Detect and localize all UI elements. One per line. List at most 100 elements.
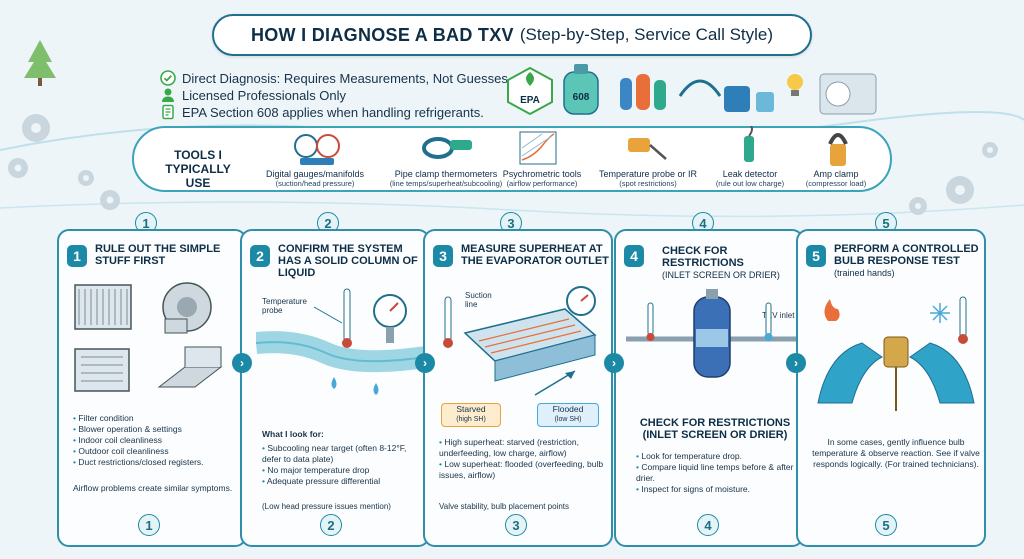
txv-valve-icon [883, 336, 909, 411]
step-checklist: Subcooling near target (often 8-12°F, de… [262, 443, 426, 487]
step-marker-bottom: 1 [138, 514, 160, 536]
step-marker-bottom: 4 [697, 514, 719, 536]
step-title: MEASURE SUPERHEAT AT THE EVAPORATOR OUTL… [461, 243, 609, 267]
look-for-heading: What I look for: [262, 429, 324, 439]
tool-item: Pipe clamp thermometers(line temps/super… [389, 169, 503, 188]
step-subtitle: (trained hands) [834, 268, 895, 278]
gear-icon [909, 142, 998, 215]
step-footer: Airflow problems create similar symptoms… [73, 483, 233, 493]
list-item: Low superheat: flooded (overfeeding, bul… [439, 459, 609, 481]
tool-item: Amp clamp(compressor load) [805, 169, 867, 188]
list-item: Indoor coil cleanliness [73, 435, 243, 446]
page-title-main: HOW I DIAGNOSE A BAD TXV [250, 24, 514, 45]
page-title: HOW I DIAGNOSE A BAD TXV (Step-by-Step, … [212, 14, 812, 56]
gauge-icon [373, 294, 407, 343]
duct-icon [157, 346, 223, 388]
amp-clamp-icon [828, 133, 848, 166]
evaporator-coil-icon [463, 308, 597, 382]
step-panel-4: 4 CHECK FOR RESTRICTIONS (INLET SCREEN O… [614, 229, 804, 547]
step-panel-1: 1 RULE OUT THE SIMPLE STUFF FIRST Filter… [57, 229, 247, 547]
list-item: Filter condition [73, 413, 243, 424]
flame-icon [824, 299, 840, 321]
tool-item: Psychrometric tools(airflow performance) [502, 169, 582, 188]
step-title: CONFIRM THE SYSTEM HAS A SOLID COLUMN OF… [278, 243, 418, 279]
liquid-line-illustration [256, 288, 426, 395]
starved-sub: (high SH) [456, 416, 486, 423]
note-licensed: Licensed Professionals Only [160, 87, 346, 103]
cylinder-text: 608 [573, 92, 590, 103]
step-checklist: High superheat: starved (restriction, un… [439, 437, 609, 481]
evaporator-illustration [443, 286, 597, 396]
bulb-test-illustration [817, 296, 975, 411]
tool-item: Temperature probe or IR(spot restriction… [598, 169, 698, 188]
snowflake-icon [930, 303, 950, 323]
list-item: Duct restrictions/closed registers. [73, 457, 243, 468]
epa-text: EPA [520, 95, 540, 106]
step-checklist: Look for temperature drop. Compare liqui… [636, 451, 800, 495]
step-number: 2 [250, 245, 270, 267]
step-footer: Valve stability, bulb placement points [439, 502, 569, 511]
tools-label: TOOLS I TYPICALLY USE [165, 148, 231, 190]
step-title: PERFORM A CONTROLLED BULB RESPONSE TEST … [834, 243, 980, 279]
step-number: 3 [433, 245, 453, 267]
note-text: Direct Diagnosis: Requires Measurements,… [182, 70, 512, 86]
step-panel-5: 5 PERFORM A CONTROLLED BULB RESPONSE TES… [796, 229, 986, 547]
psychrometric-chart-icon [519, 131, 557, 165]
note-text: EPA Section 608 applies when handling re… [182, 104, 484, 120]
pipe-clamp-icon [422, 137, 472, 159]
gauge-manifold-icon [294, 134, 340, 165]
step-number: 5 [806, 245, 826, 267]
txv-inlet-label: TXV inlet [762, 311, 795, 320]
next-step-arrow: › [786, 353, 806, 373]
step-checklist: Filter condition Blower operation & sett… [73, 413, 243, 468]
gear-icon [8, 114, 120, 210]
starved-label: Starved [456, 404, 486, 414]
document-icon [162, 104, 174, 120]
tool-item: Leak detector(rule out low charge) [715, 169, 785, 188]
note-epa: EPA Section 608 applies when handling re… [160, 104, 484, 120]
starved-badge: Starved (high SH) [441, 403, 501, 427]
step-title-text: PERFORM A CONTROLLED BULB RESPONSE TEST [834, 243, 979, 267]
list-item: Blower operation & settings [73, 424, 243, 435]
person-icon [162, 88, 174, 102]
step-number: 4 [624, 245, 644, 267]
list-item: Inspect for signs of moisture. [636, 484, 800, 495]
thermometer-icon [958, 296, 968, 344]
flooded-badge: Flooded (low SH) [537, 403, 599, 427]
blower-icon [162, 282, 212, 334]
suction-line-label: Suction line [465, 291, 492, 309]
step-description: In some cases, gently influence bulb tem… [812, 437, 980, 469]
step-number: 1 [67, 245, 87, 267]
next-step-arrow: › [232, 353, 252, 373]
flooded-label: Flooded [552, 404, 584, 414]
filter-drier-icon [693, 289, 731, 378]
coil-icon [74, 348, 130, 392]
step-title: RULE OUT THE SIMPLE STUFF FIRST [95, 243, 221, 267]
flooded-sub: (low SH) [554, 416, 582, 423]
probe-label: Temperature probe [262, 297, 307, 315]
list-item: Outdoor coil cleanliness [73, 446, 243, 457]
step-heading-repeat: CHECK FOR RESTRICTIONS (INLET SCREEN OR … [639, 417, 791, 441]
thermometer-icon [764, 302, 773, 341]
next-step-arrow: › [415, 353, 435, 373]
step-panel-3: 3 MEASURE SUPERHEAT AT THE EVAPORATOR OU… [423, 229, 613, 547]
next-step-arrow: › [604, 353, 624, 373]
page-title-sub: (Step-by-Step, Service Call Style) [519, 25, 774, 44]
step-subtitle: (INLET SCREEN OR DRIER) [662, 270, 780, 280]
gauge-icon [566, 286, 596, 316]
tools-banner [132, 126, 892, 192]
list-item: Subcooling near target (often 8-12°F, de… [262, 443, 426, 465]
filter-icon [74, 284, 132, 330]
step-footer: (Low head pressure issues mention) [262, 502, 391, 511]
step-marker-bottom: 5 [875, 514, 897, 536]
tool-icons [294, 126, 848, 166]
step-marker-bottom: 3 [505, 514, 527, 536]
thermometer-icon [646, 302, 655, 341]
check-circle-icon [160, 70, 176, 86]
note-direct-diagnosis: Direct Diagnosis: Requires Measurements,… [160, 70, 511, 86]
tools-list: Digital gauges/manifolds(suction/head pr… [266, 169, 890, 193]
tool-item: Digital gauges/manifolds(suction/head pr… [265, 169, 365, 188]
drier-illustration [626, 289, 802, 378]
leak-detector-icon [744, 126, 754, 162]
